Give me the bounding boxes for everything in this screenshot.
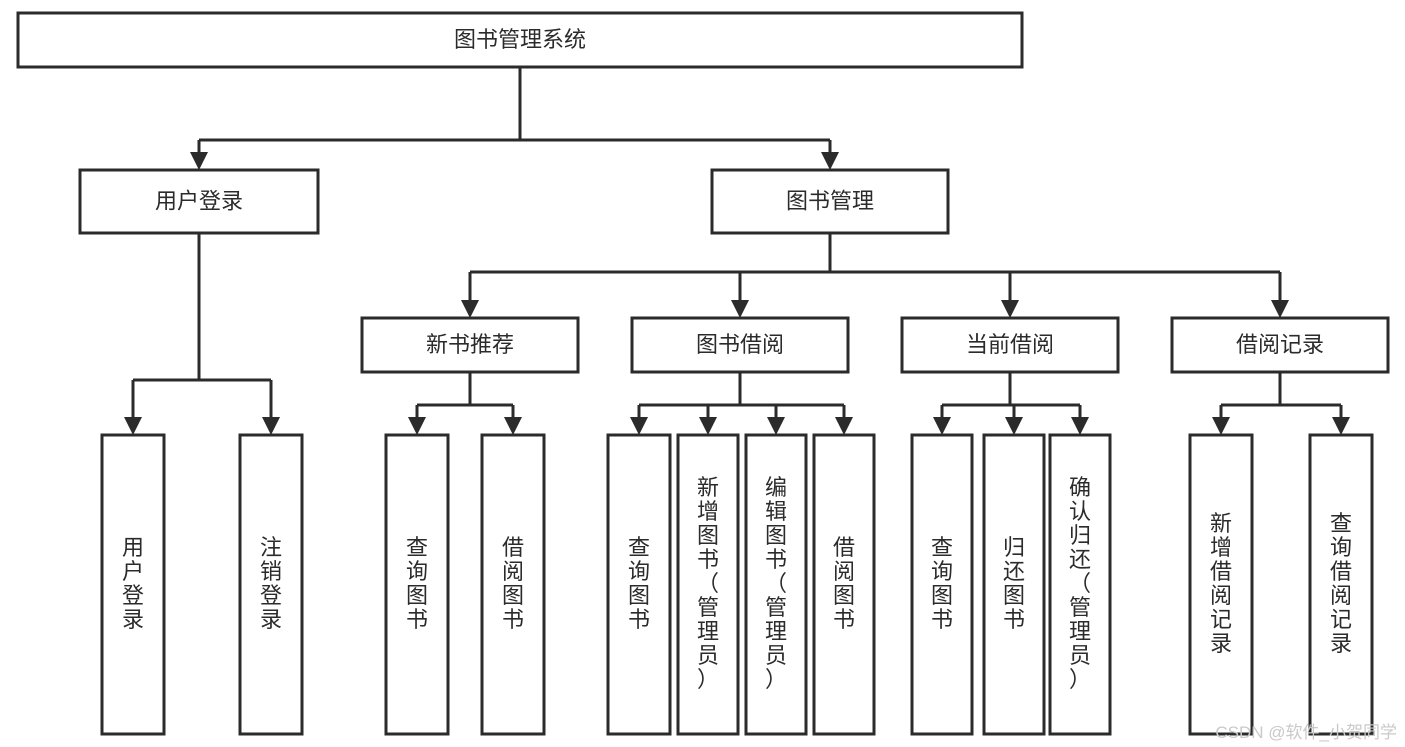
node-label: 用户登录 bbox=[122, 535, 144, 632]
node-label: 查询借阅记录 bbox=[1330, 511, 1352, 656]
node-leaf_10[interactable]: 归还图书 bbox=[982, 433, 1046, 736]
node-label: 查询图书 bbox=[931, 535, 953, 632]
arrow-head bbox=[1271, 300, 1289, 318]
node-layer: 图书管理系统用户登录图书管理新书推荐图书借阅当前借阅借阅记录用户登录注销登录查询… bbox=[16, 11, 1390, 736]
node-box bbox=[360, 316, 580, 374]
node-l2_b[interactable]: 图书借阅 bbox=[630, 316, 850, 374]
arrow-head bbox=[461, 300, 479, 318]
node-box bbox=[384, 433, 450, 736]
node-leaf_1[interactable]: 用户登录 bbox=[100, 433, 166, 736]
node-leaf_13[interactable]: 查询借阅记录 bbox=[1308, 433, 1374, 736]
arrow-head bbox=[190, 152, 208, 170]
node-label: 查询图书 bbox=[628, 535, 650, 632]
node-l1_b[interactable]: 图书管理 bbox=[710, 168, 950, 235]
arrow-head bbox=[1332, 417, 1350, 435]
node-l1_a[interactable]: 用户登录 bbox=[78, 168, 320, 235]
node-box bbox=[1048, 433, 1112, 736]
node-box bbox=[78, 168, 320, 235]
node-box bbox=[1170, 316, 1390, 374]
arrow-head bbox=[699, 417, 717, 435]
node-label: 新增借阅记录 bbox=[1210, 511, 1232, 656]
node-label: 用户登录 bbox=[155, 188, 243, 213]
arrow-head bbox=[124, 417, 142, 435]
node-leaf_8[interactable]: 借阅图书 bbox=[812, 433, 876, 736]
node-box bbox=[744, 433, 808, 736]
node-label: 新书推荐 bbox=[426, 332, 514, 357]
node-l2_d[interactable]: 借阅记录 bbox=[1170, 316, 1390, 374]
node-leaf_3[interactable]: 查询图书 bbox=[384, 433, 450, 736]
arrow-head bbox=[1005, 417, 1023, 435]
watermark: CSDN @软件_小贺同学 bbox=[1215, 723, 1397, 742]
node-box bbox=[238, 433, 304, 736]
arrow-head bbox=[262, 417, 280, 435]
node-label: 图书借阅 bbox=[696, 332, 784, 357]
node-leaf_6[interactable]: 新增图书（管理员） bbox=[676, 433, 740, 736]
arrow-head bbox=[630, 417, 648, 435]
node-label: 借阅记录 bbox=[1236, 332, 1324, 357]
node-label: 借阅图书 bbox=[833, 535, 855, 632]
node-box bbox=[812, 433, 876, 736]
node-label: 编辑图书（管理员） bbox=[765, 475, 787, 692]
node-box bbox=[910, 433, 974, 736]
connector-layer bbox=[124, 67, 1350, 435]
arrow-head bbox=[1001, 300, 1019, 318]
node-label: 图书管理 bbox=[786, 188, 874, 213]
arrow-head bbox=[1071, 417, 1089, 435]
node-box bbox=[100, 433, 166, 736]
node-l2_c[interactable]: 当前借阅 bbox=[900, 316, 1120, 374]
node-l2_a[interactable]: 新书推荐 bbox=[360, 316, 580, 374]
node-box bbox=[606, 433, 672, 736]
arrow-head bbox=[821, 152, 839, 170]
node-label: 注销登录 bbox=[260, 535, 282, 632]
node-label: 新增图书（管理员） bbox=[697, 475, 719, 692]
arrow-head bbox=[408, 417, 426, 435]
node-box bbox=[480, 433, 546, 736]
node-box bbox=[982, 433, 1046, 736]
node-label: 图书管理系统 bbox=[454, 27, 586, 52]
node-leaf_7[interactable]: 编辑图书（管理员） bbox=[744, 433, 808, 736]
node-leaf_5[interactable]: 查询图书 bbox=[606, 433, 672, 736]
arrow-head bbox=[933, 417, 951, 435]
node-box bbox=[710, 168, 950, 235]
node-root[interactable]: 图书管理系统 bbox=[16, 11, 1024, 69]
arrow-head bbox=[504, 417, 522, 435]
node-box bbox=[900, 316, 1120, 374]
node-box bbox=[676, 433, 740, 736]
node-box bbox=[630, 316, 850, 374]
node-leaf_11[interactable]: 确认归还（管理员） bbox=[1048, 433, 1112, 736]
node-box bbox=[1308, 433, 1374, 736]
node-leaf_9[interactable]: 查询图书 bbox=[910, 433, 974, 736]
node-label: 查询图书 bbox=[406, 535, 428, 632]
node-label: 归还图书 bbox=[1003, 535, 1025, 632]
node-label: 确认归还（管理员） bbox=[1069, 475, 1091, 692]
arrow-head bbox=[1212, 417, 1230, 435]
arrow-head bbox=[835, 417, 853, 435]
node-box bbox=[1188, 433, 1254, 736]
node-label: 当前借阅 bbox=[966, 332, 1054, 357]
arrow-head bbox=[767, 417, 785, 435]
node-label: 借阅图书 bbox=[502, 535, 524, 632]
arrow-head bbox=[731, 300, 749, 318]
node-box bbox=[16, 11, 1024, 69]
node-leaf_4[interactable]: 借阅图书 bbox=[480, 433, 546, 736]
node-leaf_12[interactable]: 新增借阅记录 bbox=[1188, 433, 1254, 736]
node-leaf_2[interactable]: 注销登录 bbox=[238, 433, 304, 736]
